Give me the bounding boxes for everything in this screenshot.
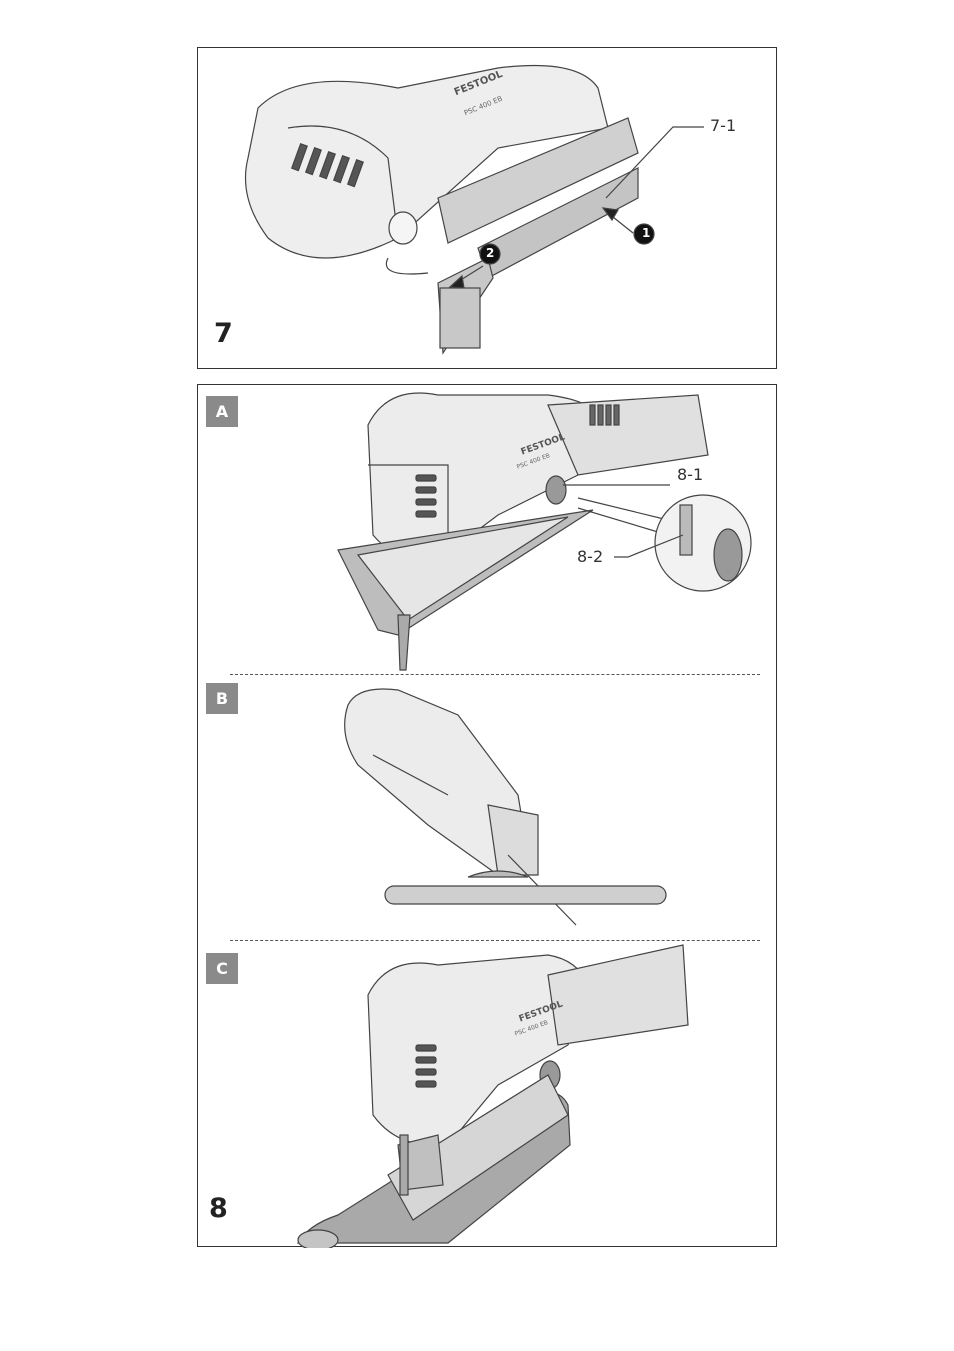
figure-number-8: 8 <box>209 1193 228 1224</box>
figure-7-panel: 7-1 FESTOOL PSC 400 EB 1 2 7 <box>197 47 777 369</box>
step-2-label: 2 <box>486 246 495 260</box>
callout-8-1: 8-1 <box>677 465 704 484</box>
divider-a-b <box>230 674 760 675</box>
callout-8-2: 8-2 <box>577 547 604 566</box>
panel-label-c: C <box>206 953 238 984</box>
callout-7-1: 7-1 <box>710 116 737 135</box>
panel-label-b: B <box>206 683 238 714</box>
panel-b-illustration <box>344 688 667 926</box>
panel-a-illustration <box>337 392 752 671</box>
figure-8-panel: A FESTOOL PSC 400 EB <box>197 384 777 1248</box>
figure-number-7: 7 <box>214 318 233 349</box>
panel-c-illustration <box>296 944 689 1248</box>
divider-b-c <box>230 940 760 941</box>
figure-7-illustration <box>245 64 704 355</box>
step-1-label: 1 <box>642 226 651 240</box>
panel-label-a: A <box>206 396 238 427</box>
